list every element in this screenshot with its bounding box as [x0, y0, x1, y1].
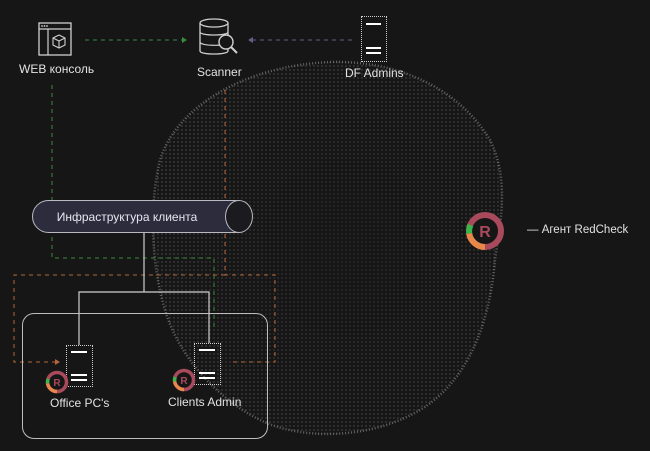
df-admins-label: DF Admins	[345, 66, 404, 80]
connector-web-clients	[51, 85, 215, 330]
server-icon	[361, 16, 387, 62]
clients-admin-label: Clients Admin	[168, 395, 242, 409]
connector-infra-hosts	[78, 291, 210, 345]
svg-text:R: R	[479, 224, 491, 241]
svg-text:R: R	[53, 378, 61, 389]
redcheck-agent-icon: R	[172, 368, 196, 392]
office-pcs-label: Office PC's	[50, 396, 110, 410]
server-icon	[194, 343, 221, 385]
redcheck-agent-legend-icon: R	[465, 211, 505, 251]
infrastructure-pipe: Инфраструктура клиента	[32, 199, 253, 233]
redcheck-agent-icon: R	[45, 370, 69, 394]
client-hosts-group	[22, 313, 268, 439]
server-icon	[66, 345, 93, 387]
connector-scanner-office	[13, 274, 225, 363]
database-search-icon	[198, 18, 240, 58]
pipe-end-shape	[225, 199, 253, 233]
legend-agent-label: — Агент RedCheck	[527, 224, 629, 236]
scanner-label: Scanner	[197, 65, 242, 79]
svg-text:R: R	[180, 376, 188, 387]
browser-cube-icon	[38, 22, 72, 56]
infrastructure-label: Инфраструктура клиента	[56, 209, 198, 224]
dotted-sphere	[151, 60, 504, 436]
web-console-label: WEB консоль	[19, 62, 95, 76]
